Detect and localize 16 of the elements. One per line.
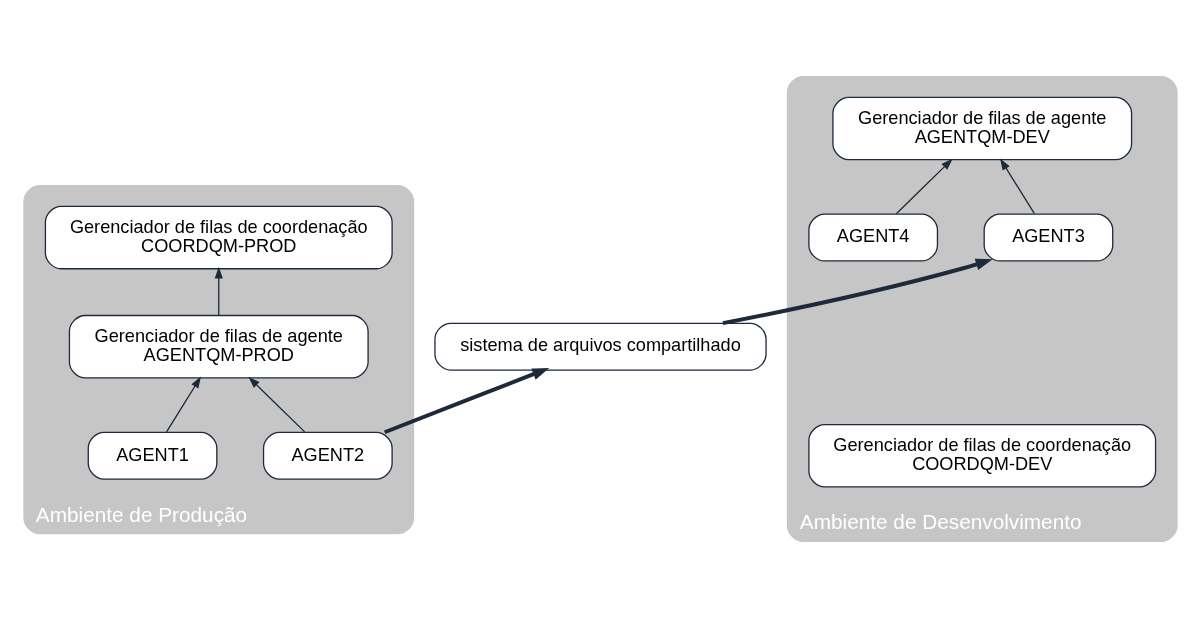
node-box: AGENT1	[87, 431, 218, 480]
node-box: Gerenciador de filas de agente AGENTQM-PROD	[68, 314, 369, 379]
node-box: Gerenciador de filas de agente AGENTQM-DEV	[832, 96, 1133, 161]
node-box: AGENT2	[262, 431, 393, 480]
arrow	[1000, 158, 1036, 215]
node-box: sistema de arquivos compartilhado	[434, 322, 767, 371]
arrow	[722, 258, 993, 326]
arrow	[214, 266, 223, 316]
node-box: AGENT4	[808, 213, 939, 262]
node-box: Gerenciador de filas de coordenação COORDQM-DEV	[808, 423, 1157, 488]
arrow	[383, 368, 550, 435]
arrow	[895, 158, 953, 215]
arrow	[248, 376, 306, 433]
node-box: AGENT3	[983, 213, 1114, 262]
node-box: Gerenciador de filas de coordenação COORDQM-PROD	[44, 205, 393, 270]
arrow	[165, 376, 201, 433]
